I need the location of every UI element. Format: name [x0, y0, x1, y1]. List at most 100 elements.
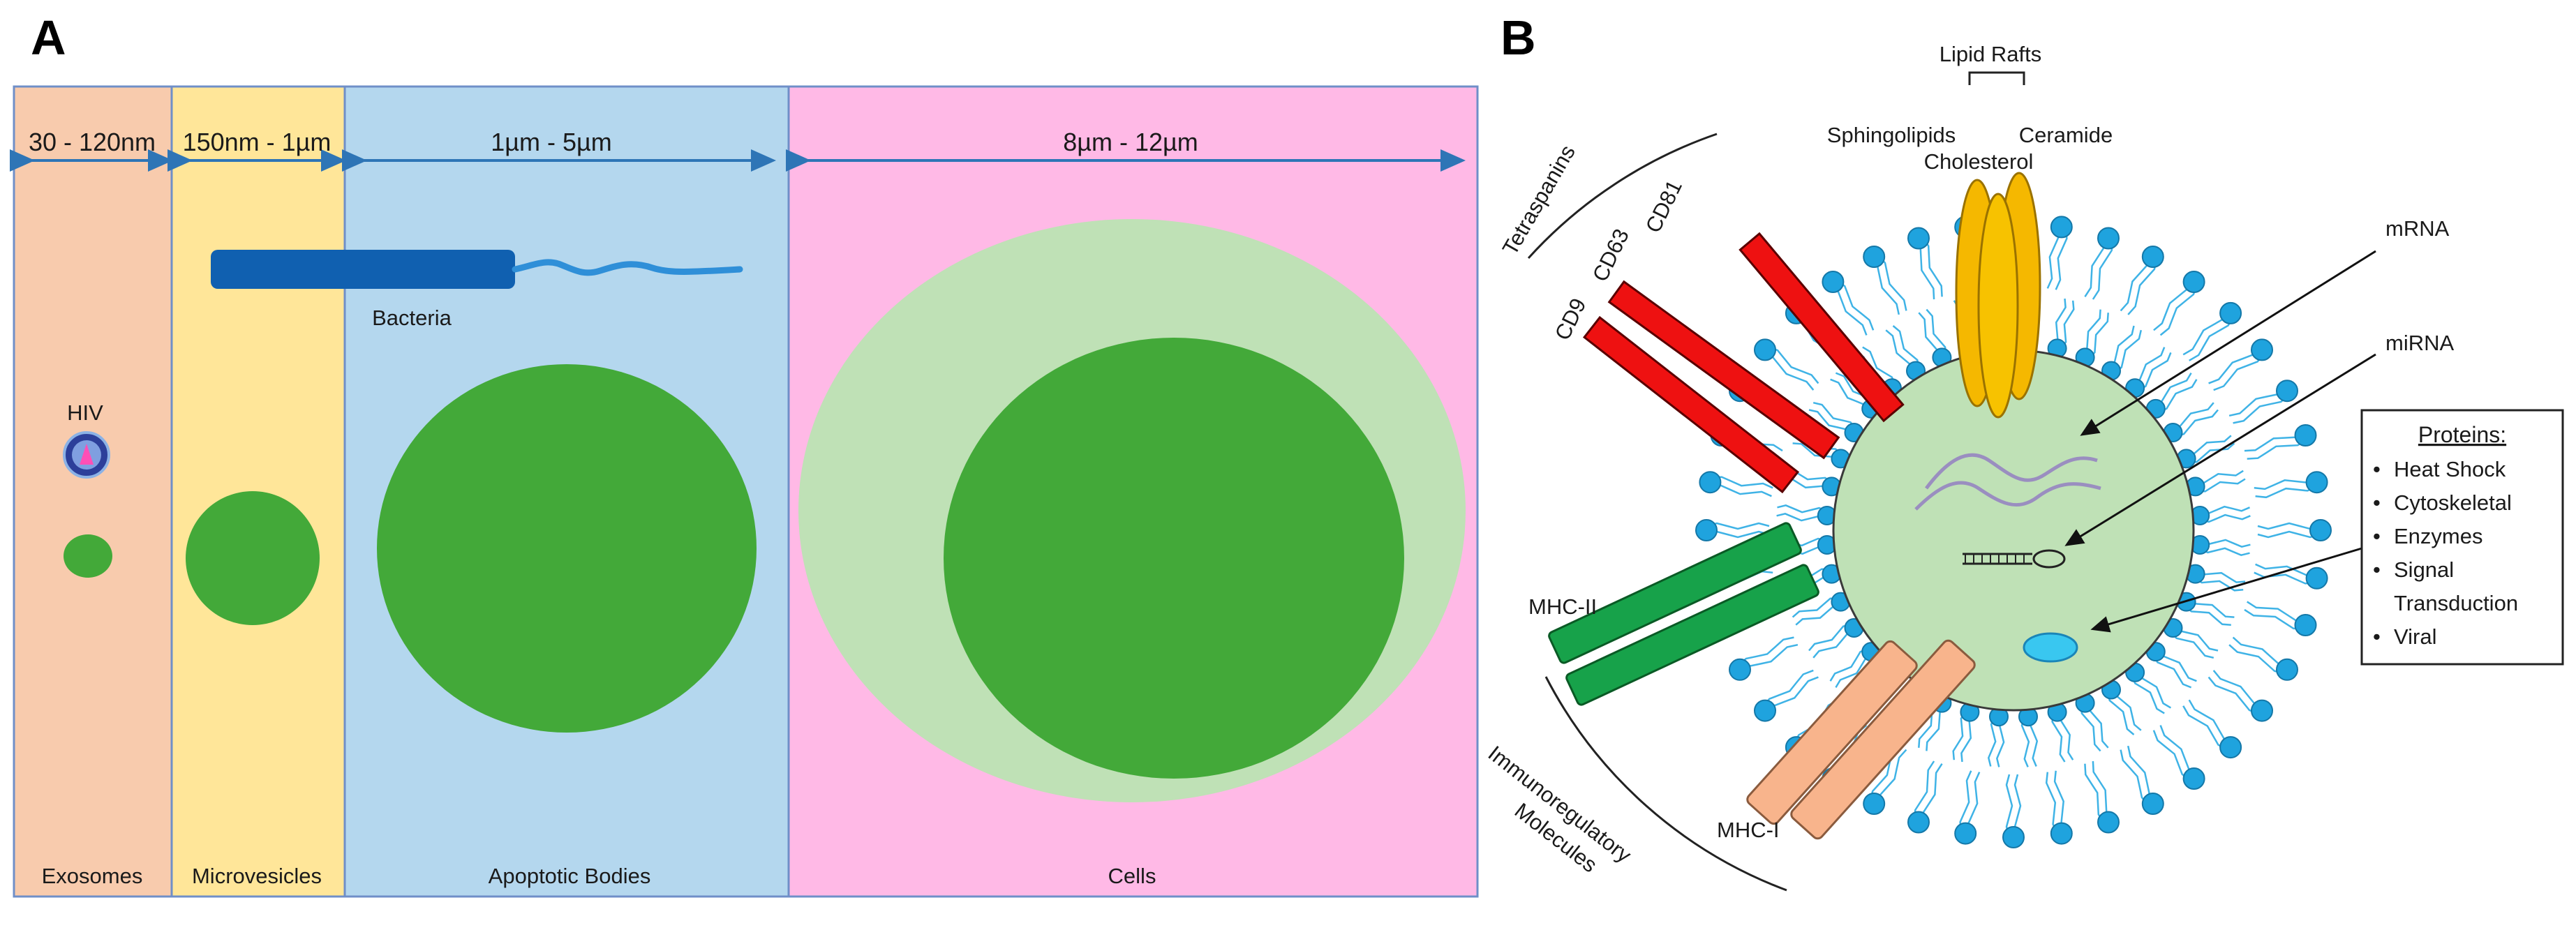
protein-bullet: •	[2373, 557, 2381, 582]
mrna-strand-icon	[1914, 481, 2101, 511]
proteins-box	[2360, 409, 2564, 666]
lipid-tail	[2005, 774, 2013, 838]
lipid-tail	[2131, 675, 2165, 714]
exosome-particle	[64, 534, 112, 578]
panel-a-letter: A	[31, 10, 66, 65]
lipid-tail	[1959, 770, 1972, 833]
lipid-rafts-label: Lipid Rafts	[1940, 42, 2041, 66]
lipid-tail	[1862, 346, 1896, 386]
lipid-tail	[2088, 313, 2109, 360]
protein-item: Transduction	[2394, 591, 2518, 615]
panel-a: A 30 - 120nm 150nm - 1µm 1µm - 5µm 8µm -…	[10, 10, 1479, 898]
lipid-tail	[2187, 442, 2235, 464]
protein-item: Viral	[2394, 624, 2436, 649]
microvesicle-size-label: 150nm - 1µm	[183, 128, 332, 156]
immunoregulatory-arc	[1544, 676, 1787, 892]
lipid-tail	[2060, 300, 2075, 350]
bacteria-flagellum	[512, 259, 743, 276]
tetraspanins-arc	[1527, 133, 1718, 260]
protein-bullet: •	[2373, 457, 2381, 481]
cd81-label: CD81	[1641, 176, 1687, 237]
lipid-tail	[1926, 308, 1947, 357]
lipid-tail	[2199, 547, 2250, 557]
protein-blob-icon	[2023, 632, 2078, 663]
mrna-strand-icon	[1925, 453, 2098, 490]
apoptotic-bodies-label: Apoptotic Bodies	[489, 864, 651, 888]
lipid-raft-cluster	[1955, 172, 2041, 419]
lipid-tail	[1987, 716, 1997, 767]
lipid-head	[1863, 793, 1886, 815]
lipid-head	[1954, 822, 1977, 845]
lipid-tail	[2106, 691, 2135, 735]
cholesterol-label: Cholesterol	[1924, 149, 2034, 174]
lipid-tail	[1877, 254, 1907, 311]
bacteria-body	[211, 250, 515, 289]
lipid-tail	[2257, 530, 2321, 539]
lipid-head	[1907, 227, 1930, 250]
lipid-tail	[2196, 478, 2246, 493]
lipid-head	[1907, 811, 1930, 834]
lipid-head	[1754, 338, 1776, 361]
lipid-tail	[2200, 513, 2251, 523]
cells-label: Cells	[1108, 864, 1156, 888]
lipid-tail	[2175, 409, 2219, 437]
mirna-hairpin-icon	[1963, 549, 2066, 569]
lipid-tail	[1808, 623, 1852, 652]
lipid-tail	[1711, 476, 1773, 489]
proteins-title: Proteins:	[2418, 422, 2506, 447]
lipid-tail	[1836, 278, 1875, 331]
lipid-tail	[2080, 704, 2101, 752]
lipid-raft-bracket	[1968, 71, 2025, 85]
lipid-head	[2050, 216, 2073, 239]
microvesicle-particle	[186, 491, 320, 625]
mirna-label: miRNA	[2385, 331, 2454, 355]
cd63-label: CD63	[1588, 225, 1634, 285]
cell-size-label: 8µm - 12µm	[1063, 128, 1198, 156]
mrna-label: mRNA	[2385, 216, 2450, 241]
lipid-tail	[1952, 710, 1967, 760]
apoptotic-body-particle	[377, 364, 757, 733]
mhc-ii-label: MHC-II	[1528, 594, 1597, 619]
lipid-head	[2182, 767, 2205, 790]
exosomes-column	[13, 85, 173, 898]
mhc-ii-molecule	[1548, 522, 1819, 706]
lipid-tail	[2170, 631, 2214, 659]
apoptotic-size-label: 1µm - 5µm	[491, 128, 612, 156]
hiv-label: HIV	[67, 400, 103, 425]
panel-b: B Lipid Rafts Sphingolipids Ceramide Cho…	[1484, 10, 2564, 892]
lipid-head	[2276, 658, 2298, 681]
lipid-tail	[1914, 760, 1935, 821]
tetraspanin-cd9	[1582, 315, 1800, 494]
protein-item: Signal	[2394, 557, 2454, 582]
exosome-size-label: 30 - 120nm	[29, 128, 156, 156]
bacteria-label: Bacteria	[372, 306, 452, 330]
protein-item: Enzymes	[2394, 524, 2482, 548]
lipid-head	[2097, 811, 2120, 834]
lipid-tail	[1812, 401, 1857, 430]
lipid-tail	[2228, 644, 2286, 675]
lipid-tail	[2114, 329, 2143, 374]
lipid-tail	[2213, 352, 2265, 391]
lipid-tail	[2247, 438, 2307, 460]
lipid-head	[1863, 246, 1886, 268]
protein-bullet: •	[2373, 490, 2381, 515]
lipid-tail	[2152, 654, 2192, 689]
tetraspanin-cd81	[1739, 232, 1905, 423]
protein-bullet: •	[2373, 624, 2381, 649]
lipid-head	[1754, 699, 1776, 722]
lipid-tail	[1892, 325, 1921, 369]
lipid-tail	[2255, 485, 2318, 499]
lipid-tail	[2208, 676, 2260, 715]
lipid-tail	[2189, 315, 2235, 361]
lipid-head	[2276, 380, 2298, 403]
lipid-head	[1695, 519, 1718, 541]
lipid-head	[2050, 822, 2073, 845]
lipid-tail	[2055, 227, 2068, 290]
lipid-tail	[2051, 712, 2066, 763]
lipid-tail	[1762, 669, 1814, 708]
sphingolipids-label: Sphingolipids	[1827, 123, 1956, 147]
exosomes-label: Exosomes	[42, 864, 143, 888]
lipid-tail	[2159, 284, 2198, 336]
lipid-tail	[2137, 352, 2172, 392]
